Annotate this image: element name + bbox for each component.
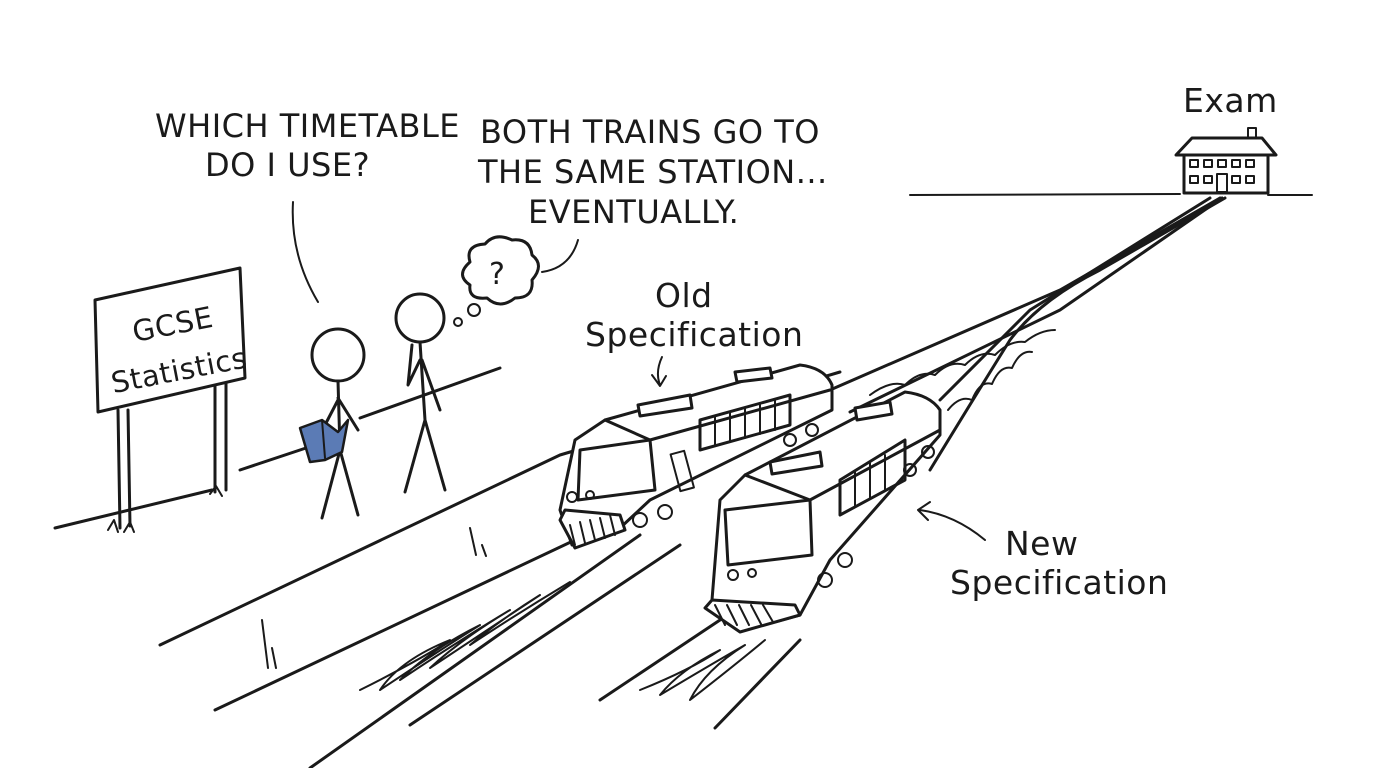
new-spec-arrow: [917, 501, 986, 541]
old-spec-label-2: Specification: [585, 315, 803, 354]
speech-left-line-2: DO I USE?: [205, 146, 370, 184]
thought-bubble: [453, 235, 540, 327]
old-spec-label-1: Old: [655, 276, 713, 315]
horizon-line: [909, 193, 1313, 196]
new-spec-label-2: Specification: [950, 563, 1168, 602]
stick-figure-left: [298, 327, 366, 520]
stick-figure-right: [394, 292, 447, 494]
speech-left-line-1: WHICH TIMETABLE: [155, 107, 460, 145]
exam-label: Exam: [1183, 81, 1278, 120]
speech-right-line-2: THE SAME STATION...: [477, 153, 828, 191]
gcse-sign: [93, 266, 247, 533]
thought-mark: ?: [489, 257, 505, 292]
speech-tail-right: [541, 239, 579, 273]
exam-building: [1174, 127, 1278, 195]
speech-right-line-3: EVENTUALLY.: [528, 193, 739, 231]
new-spec-label-1: New: [1005, 524, 1078, 563]
old-train: [558, 363, 834, 550]
old-spec-arrow: [651, 356, 667, 387]
speech-tail-left: [291, 201, 319, 303]
new-train: [703, 390, 942, 634]
speech-right-line-1: BOTH TRAINS GO TO: [480, 113, 820, 151]
track-new: [598, 196, 1227, 730]
